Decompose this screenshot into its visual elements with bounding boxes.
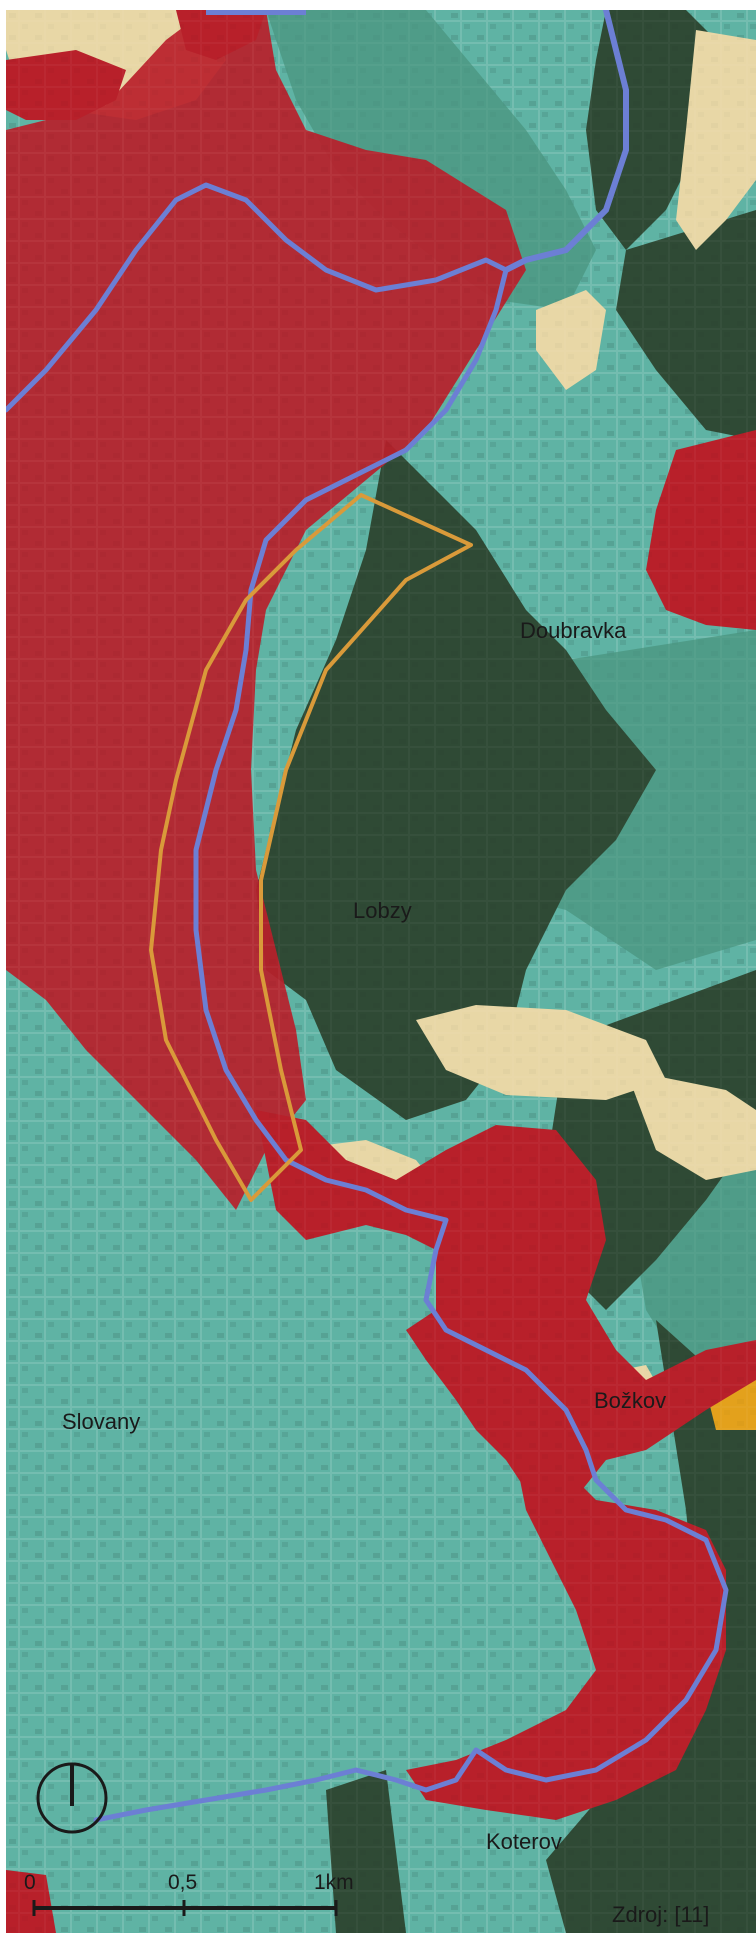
label-lobzy: Lobzy: [353, 898, 412, 923]
label-koterov: Koterov: [486, 1829, 562, 1854]
scale-bar: [32, 1900, 338, 1916]
label-doubravka: Doubravka: [520, 618, 627, 643]
north-arrow-icon: [36, 1762, 108, 1834]
source-note: Zdroj: [11]: [612, 1902, 709, 1927]
scale-label-end: 1km: [314, 1871, 354, 1894]
scale-label-mid: 0,5: [168, 1871, 197, 1894]
scale-label-start: 0: [24, 1871, 36, 1894]
study-area-outline: [149, 493, 473, 1202]
land-use-map: Doubravka Lobzy Slovany Božkov Koterov 0…: [6, 10, 756, 1933]
label-slovany: Slovany: [62, 1409, 140, 1434]
river-upper-east: [503, 10, 629, 273]
map-frame: Doubravka Lobzy Slovany Božkov Koterov 0…: [6, 10, 756, 1933]
label-bozkov: Božkov: [594, 1388, 666, 1413]
river-radbuza-upper: [6, 182, 729, 1823]
